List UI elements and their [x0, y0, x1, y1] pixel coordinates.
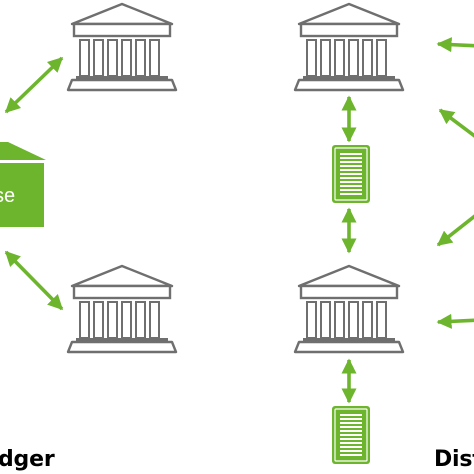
bank-top-left-icon — [66, 2, 178, 92]
ledger-document-middle-icon — [331, 144, 371, 204]
bank-bottom-left-icon — [66, 264, 178, 354]
arrow-right-2 — [438, 108, 474, 138]
hub-label: se — [0, 185, 16, 207]
arrow-right-3 — [436, 214, 474, 247]
central-house-icon — [0, 142, 46, 227]
arrow-right-4 — [436, 313, 474, 329]
ledger-document-bottom-icon — [331, 405, 371, 465]
arrow-right-1 — [436, 37, 474, 53]
right-caption: Dist — [434, 447, 474, 472]
bank-top-right-icon — [293, 2, 405, 92]
left-caption: dger — [0, 447, 55, 472]
bank-bottom-right-icon — [293, 264, 405, 354]
arrow-hub-to-bottom-bank — [4, 250, 64, 311]
arrow-hub-to-top-bank — [4, 56, 64, 114]
